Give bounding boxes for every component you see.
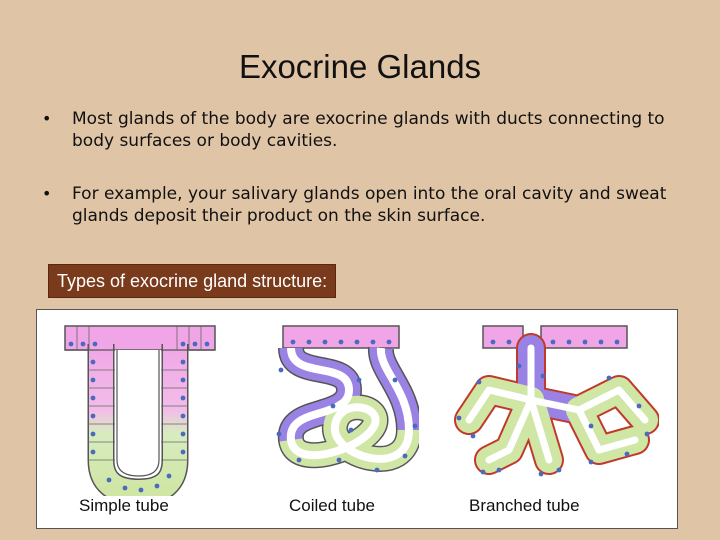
gland-diagram-panel: Simple tube Coiled tube: [36, 309, 678, 529]
bullet-text: Most glands of the body are exocrine gla…: [72, 109, 665, 151]
bullet-item: • Most glands of the body are exocrine g…: [42, 108, 682, 152]
bullet-list: • Most glands of the body are exocrine g…: [42, 108, 682, 258]
slide-title: Exocrine Glands: [0, 48, 720, 86]
caption-branched-tube: Branched tube: [469, 496, 580, 516]
simple-tube-diagram: [57, 310, 227, 496]
bullet-dot: •: [42, 183, 51, 205]
bullet-text: For example, your salivary glands open i…: [72, 184, 666, 226]
caption-coiled-tube: Coiled tube: [289, 496, 375, 516]
coiled-tube-diagram: [269, 310, 419, 496]
caption-simple-tube: Simple tube: [79, 496, 169, 516]
bullet-item: • For example, your salivary glands open…: [42, 183, 682, 227]
types-heading: Types of exocrine gland structure:: [48, 264, 336, 298]
bullet-dot: •: [42, 108, 51, 130]
branched-tube-diagram: [449, 310, 659, 496]
